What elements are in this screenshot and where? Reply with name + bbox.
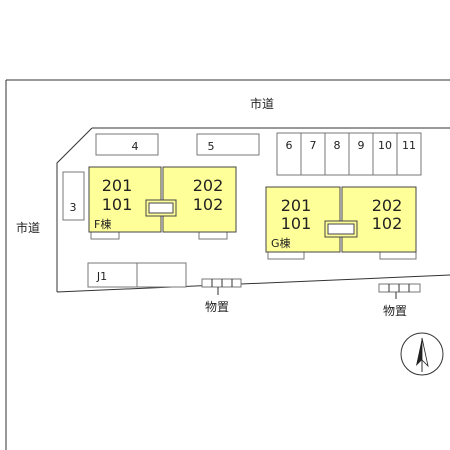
road-label-west: 市道 [16, 220, 40, 235]
parking-space-4 [95, 133, 159, 156]
lot-edge-south [56, 274, 450, 293]
parking-space-j1 [87, 262, 138, 288]
building-f-step-right [198, 231, 228, 240]
building-f-unit-202: 202 [193, 176, 224, 195]
building-g-unit-right [341, 186, 417, 253]
building-f-step-left [90, 231, 120, 240]
building-g-unit-102: 102 [372, 214, 403, 233]
storage-right: 物置 [378, 283, 421, 318]
building-g-unit-left [265, 186, 341, 253]
building-f-unit-201: 201 [102, 176, 133, 195]
building-g-unit-202: 202 [372, 196, 403, 215]
lot-edge-west [56, 127, 93, 292]
parking-label-j1: J1 [96, 270, 107, 283]
road-label-north: 市道 [250, 96, 274, 111]
building-g-unit-101: 101 [281, 214, 312, 233]
building-f-label: F棟 [94, 217, 111, 231]
parking-row-right: 6 7 8 9 10 11 [276, 132, 422, 176]
storage-right-label: 物置 [383, 304, 407, 318]
parking-label-3: 3 [70, 201, 77, 214]
building-g: 201 101 202 102 G棟 [265, 186, 417, 260]
parking-label-4: 4 [132, 140, 139, 153]
building-f-unit-101: 101 [102, 195, 133, 214]
parking-label-7: 7 [310, 139, 317, 152]
parking-label-6: 6 [286, 139, 293, 152]
storage-left: 物置 [201, 278, 242, 314]
parking-space-5 [196, 133, 260, 156]
building-f-unit-102: 102 [193, 195, 224, 214]
building-f: 201 101 202 102 F棟 [88, 166, 237, 240]
building-g-unit-201: 201 [281, 196, 312, 215]
parking-space-3 [62, 171, 85, 221]
parking-space-6 [276, 132, 302, 176]
parking-space-7 [300, 132, 326, 176]
parking-space-11 [396, 132, 422, 176]
parking-label-8: 8 [334, 139, 341, 152]
building-g-step-right [379, 251, 417, 260]
building-g-step-left [267, 251, 305, 260]
north-arrow-icon [400, 332, 444, 376]
site-boundary [5, 79, 450, 450]
parking-label-10: 10 [378, 139, 392, 152]
parking-space-j1-adjacent [136, 262, 187, 288]
storage-left-label: 物置 [205, 300, 229, 314]
building-g-stair [327, 223, 355, 235]
parking-label-5: 5 [208, 140, 215, 153]
parking-label-11: 11 [402, 139, 416, 152]
building-g-label: G棟 [271, 236, 291, 250]
building-f-stair [148, 202, 174, 214]
parking-label-9: 9 [358, 139, 365, 152]
